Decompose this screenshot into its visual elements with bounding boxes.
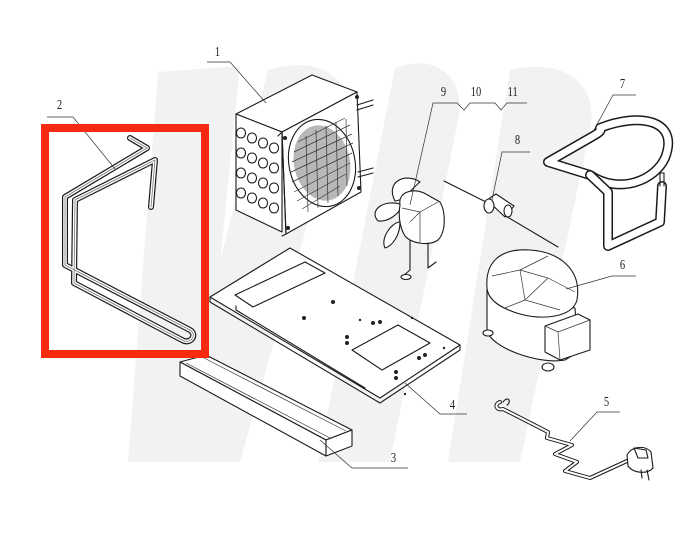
part-4-base-plate[interactable] [209, 247, 461, 404]
part-3-drip-tray[interactable] [179, 354, 353, 457]
part-1-condenser[interactable] [235, 74, 374, 237]
part-label-4: 4 [449, 398, 456, 413]
highlight-box-part-2 [41, 124, 209, 358]
part-5-power-cord[interactable] [494, 398, 654, 481]
part-label-6: 6 [619, 258, 626, 273]
part-7-evaporator-loop[interactable] [543, 115, 674, 251]
part-label-3: 3 [390, 451, 397, 466]
part-label-1: 1 [214, 45, 221, 60]
condenser-coil-loops [235, 127, 280, 214]
part-label-9: 9 [440, 85, 447, 100]
part-label-11: 11 [507, 85, 518, 100]
part-label-10: 10 [470, 85, 482, 100]
part-label-8: 8 [514, 133, 521, 148]
part-6-compressor[interactable] [482, 249, 591, 372]
part-label-7: 7 [619, 77, 626, 92]
condenser-fins [290, 117, 354, 213]
base-plate-holes [302, 300, 446, 396]
part-2-bent-tube[interactable] [62, 135, 197, 345]
part-label-5: 5 [603, 395, 610, 410]
part-label-2: 2 [56, 98, 63, 113]
leader-lines [47, 61, 636, 469]
